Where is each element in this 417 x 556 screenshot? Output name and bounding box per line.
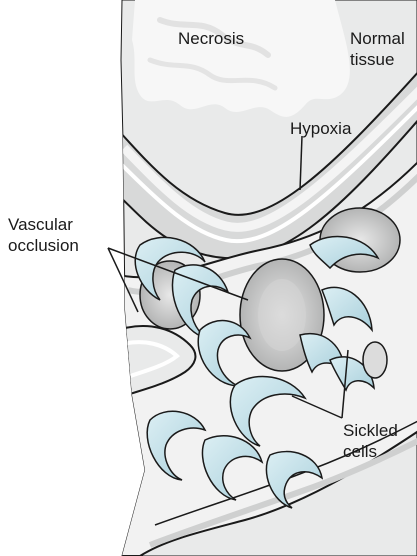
necrosis-label: Necrosis (178, 28, 244, 49)
hypoxia-label: Hypoxia (290, 118, 351, 139)
red-blood-cell (363, 342, 387, 378)
vascular-occlusion-label: Vascular occlusion (8, 214, 79, 256)
sickled-cells-label: Sickled cells (343, 420, 398, 462)
normal-tissue-label: Normal tissue (350, 28, 405, 70)
